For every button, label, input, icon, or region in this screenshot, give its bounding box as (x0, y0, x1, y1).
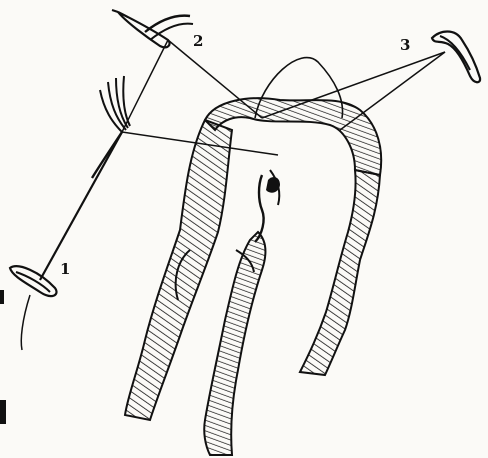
suture-line-3b (340, 52, 445, 130)
tissue-body (125, 58, 381, 455)
suture-line-2b (168, 40, 262, 118)
suture-line-2a (122, 40, 168, 132)
label-one: 1 (60, 262, 70, 277)
needle-marker-1 (10, 266, 57, 350)
margin-marks (0, 290, 6, 424)
suture-line-1 (40, 132, 122, 280)
label-three: 3 (400, 38, 410, 53)
suture-lines (40, 40, 445, 280)
needle-marker-2 (112, 10, 193, 47)
label-two: 2 (193, 34, 203, 49)
forceps-tip (92, 76, 130, 178)
